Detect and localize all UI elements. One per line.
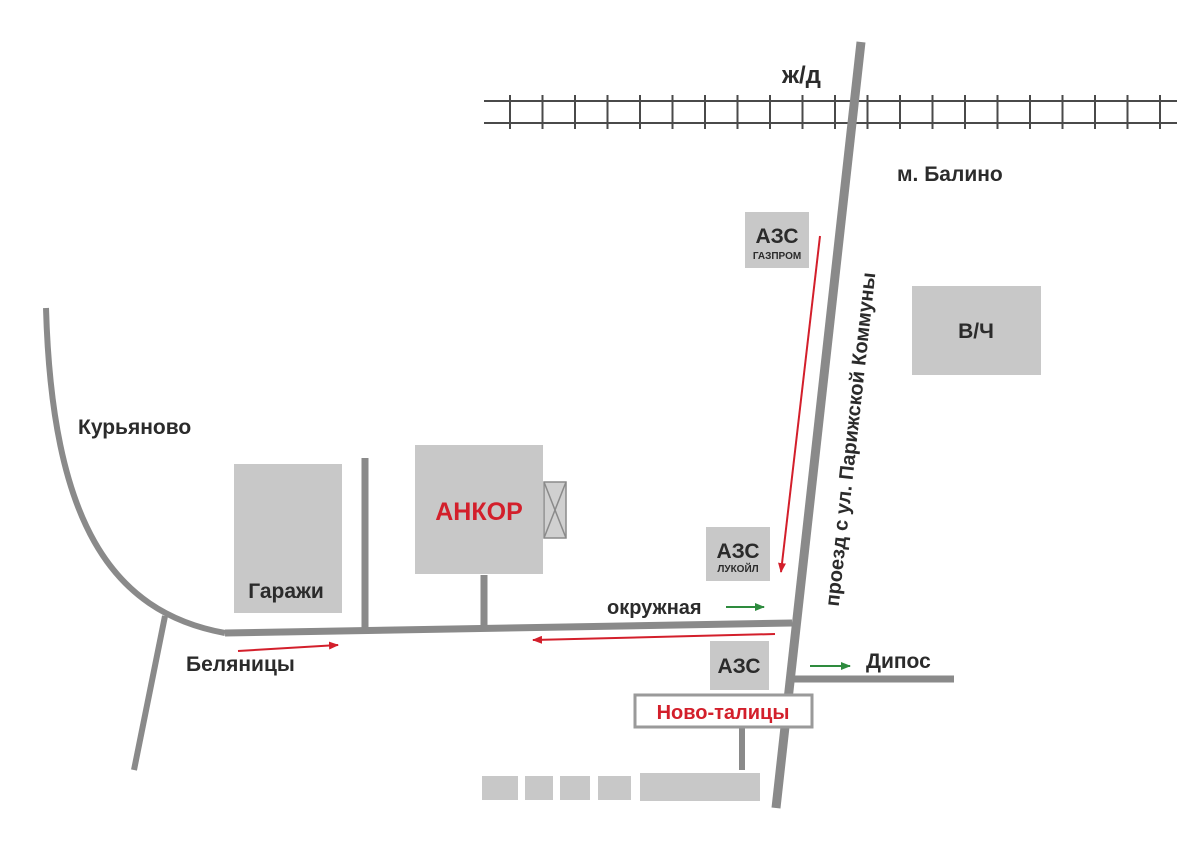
dipos-label: Дипос <box>866 650 931 673</box>
red-arrow-ring-road <box>532 633 776 644</box>
kuryanovo-road <box>43 307 226 636</box>
lukoil-station-title: АЗС <box>717 540 760 563</box>
belyanitsy-label: Беляницы <box>186 653 295 676</box>
military-unit-building <box>912 286 1041 375</box>
ankor-label: АНКОР <box>435 498 523 526</box>
red-arrow-belyanitsy <box>237 641 339 652</box>
lukoil-station-box <box>706 527 770 581</box>
ankor-building <box>415 445 543 574</box>
red-arrow-main-road <box>778 235 821 573</box>
belyanitsy-spur <box>131 615 168 771</box>
kuryanovo-label: Курьяново <box>78 416 191 439</box>
plain-station-title: АЗС <box>718 655 761 678</box>
lukoil-station-brand: ЛУКОЙЛ <box>717 562 758 575</box>
military-unit-label: В/Ч <box>958 320 994 343</box>
ring-road-label: окружная <box>607 597 702 619</box>
block-2 <box>525 776 553 800</box>
railway-track <box>484 95 1177 129</box>
block-3 <box>560 776 590 800</box>
buildings <box>234 212 1041 801</box>
block-1 <box>482 776 518 800</box>
gazprom-station-title: АЗС <box>756 225 799 248</box>
novo-talitsy-label: Ново-талицы <box>657 702 790 724</box>
gate-icon <box>543 481 567 539</box>
roads <box>43 41 954 809</box>
railway-label: ж/д <box>781 62 821 89</box>
gazprom-station-brand: ГАЗПРОМ <box>753 251 801 262</box>
block-4 <box>598 776 631 800</box>
novo-talitsy-sign <box>633 693 814 729</box>
balino-label: м. Балино <box>897 163 1003 186</box>
ring-road <box>224 619 793 637</box>
gazprom-station-box <box>745 212 809 268</box>
garages-building <box>234 464 342 613</box>
route-arrows <box>237 235 851 670</box>
block-5 <box>640 773 760 801</box>
garages-label: Гаражи <box>248 580 324 603</box>
plain-station-box <box>710 641 769 690</box>
